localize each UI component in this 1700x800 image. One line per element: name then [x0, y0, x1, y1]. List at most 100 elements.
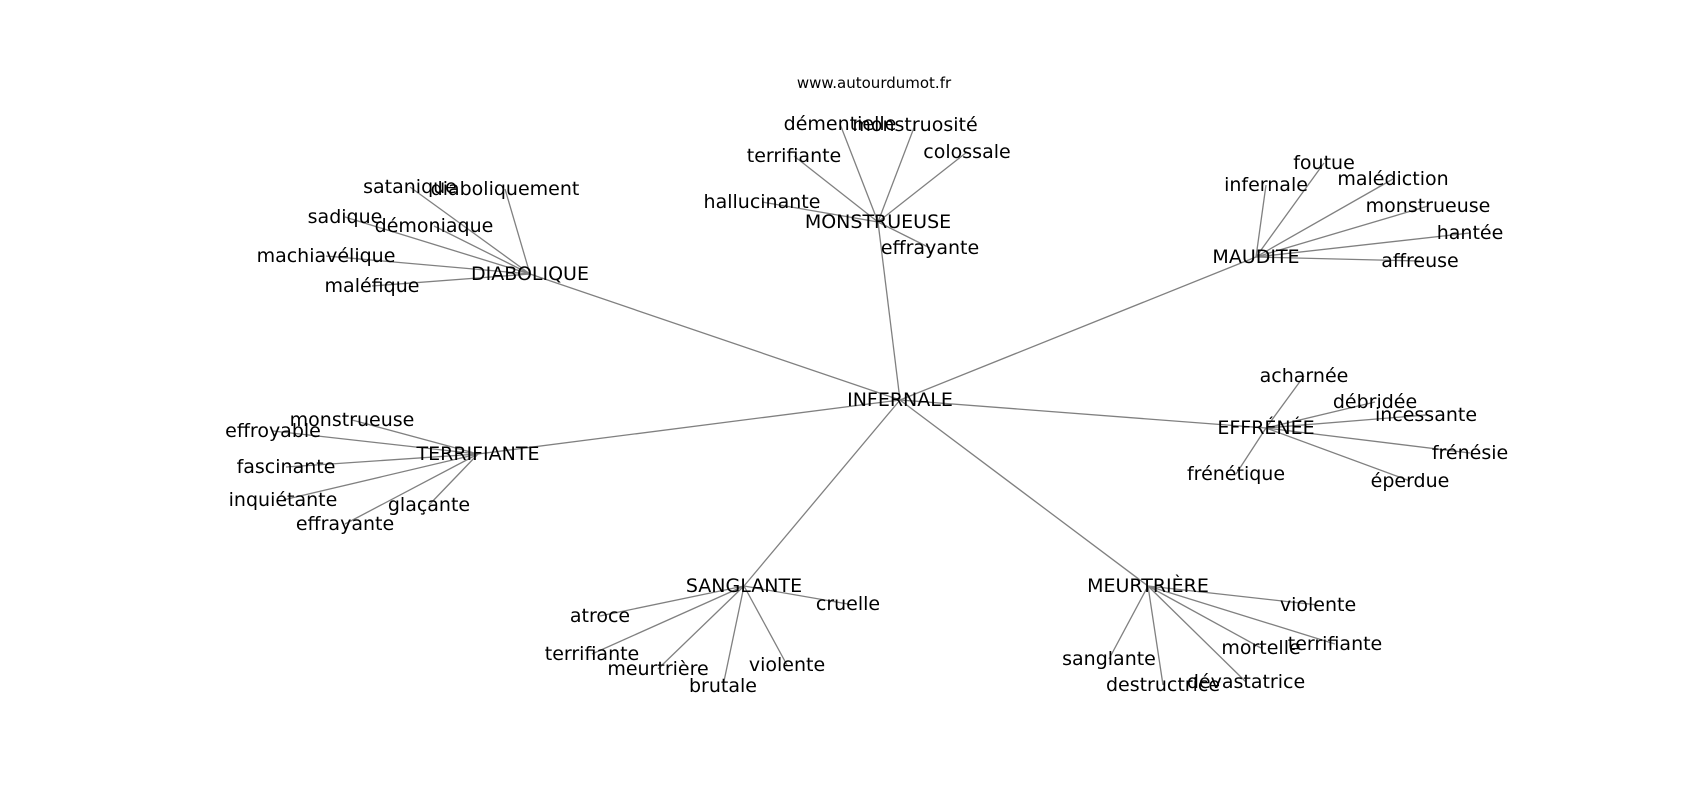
word-node-label: foutue [1293, 152, 1355, 174]
word-node-label: démentielle [784, 113, 897, 135]
edge-center-to-hub [743, 399, 901, 587]
edge-hub-to-word [877, 151, 968, 223]
word-node-label: hantée [1437, 222, 1504, 244]
edge-hub-to-word [1255, 184, 1267, 258]
word-node-label: fascinante [237, 456, 336, 478]
word-node-label: brutale [689, 675, 757, 697]
word-node-label: colossale [923, 141, 1010, 163]
word-node-label: sadique [308, 206, 383, 228]
word-node-label: infernale [1224, 174, 1308, 196]
word-node-label: démoniaque [375, 215, 494, 237]
word-node-label: terrifiante [1288, 633, 1383, 655]
source-watermark: www.autourdumot.fr [797, 74, 952, 92]
edge-hub-to-word [1265, 414, 1427, 429]
word-node-label: effroyable [225, 420, 321, 442]
word-node-label: terrifiante [545, 643, 640, 665]
edge-center-to-hub [477, 399, 901, 455]
edge-hub-to-word [325, 255, 531, 275]
hub-node-label: MAUDITE [1212, 246, 1299, 268]
edge-hub-to-word [371, 273, 531, 287]
edge-hub-to-word [1265, 375, 1305, 429]
edge-hub-to-word [1255, 178, 1394, 258]
edge-hub-to-word [344, 216, 531, 275]
edge-center-to-hub [529, 273, 901, 401]
edge-hub-to-word [591, 585, 745, 655]
word-node-label: diaboliquement [431, 178, 580, 200]
edge-hub-to-word [409, 186, 531, 275]
edge-hub-to-word [1265, 401, 1376, 429]
word-node-label: éperdue [1371, 470, 1450, 492]
word-node-label: débridée [1333, 391, 1417, 413]
edge-hub-to-word [1147, 585, 1319, 606]
word-node-label: affreuse [1381, 250, 1458, 272]
edge-hub-to-word [761, 201, 879, 223]
edge-hub-to-word [599, 585, 745, 617]
hub-node-label: MONSTRUEUSE [805, 211, 951, 233]
edge-hub-to-word [351, 419, 479, 455]
edge-hub-to-word [504, 188, 531, 275]
word-node-label: dévastatrice [1187, 671, 1305, 693]
word-node-label: monstrueuse [1366, 195, 1491, 217]
edge-hub-to-word [428, 453, 479, 506]
word-node-label: monstruosité [852, 114, 977, 136]
word-node-label: hallucinante [704, 191, 821, 213]
edge-hub-to-word [344, 453, 479, 525]
edge-hub-to-word [743, 585, 788, 666]
graph-edges [272, 123, 1471, 687]
edge-hub-to-word [1255, 162, 1325, 258]
edge-hub-to-word [1108, 585, 1149, 660]
word-node-label: monstrueuse [290, 409, 415, 431]
word-node-label: acharnée [1260, 365, 1349, 387]
edge-hub-to-word [282, 453, 479, 501]
word-node-label: inquiétante [229, 489, 338, 511]
edge-hub-to-word [1147, 585, 1164, 686]
edge-hub-to-word [1265, 427, 1471, 454]
edge-hub-to-word [272, 430, 479, 455]
edge-hub-to-word [1265, 427, 1411, 482]
edge-hub-to-word [1147, 585, 1262, 649]
hub-node-label: DIABOLIQUE [471, 263, 589, 285]
hub-node-label: SANGLANTE [686, 575, 802, 597]
hub-node-label: TERRIFIANTE [416, 443, 540, 465]
word-node-label: frénétique [1187, 463, 1285, 485]
word-node-label: maléfique [325, 275, 420, 297]
edge-hub-to-word [877, 221, 931, 249]
word-node-label: atroce [570, 605, 630, 627]
word-node-label: sanglante [1062, 648, 1156, 670]
edge-center-to-hub [877, 221, 901, 401]
word-node-label: malédiction [1337, 168, 1448, 190]
edge-hub-to-word [1147, 585, 1247, 683]
graph-labels: INFERNALE MONSTRUEUSE démentiellemonstruos… [225, 113, 1508, 697]
word-node-label: satanique [363, 176, 457, 198]
hub-node-label: MEURTRIÈRE [1087, 574, 1209, 597]
word-node-label: violente [1280, 594, 1356, 616]
center-node-label: INFERNALE [847, 389, 953, 411]
word-node-label: meurtrière [607, 658, 708, 680]
edge-hub-to-word [285, 453, 479, 468]
edge-hub-to-word [433, 225, 531, 275]
edge-hub-to-word [657, 585, 745, 670]
word-node-label: frénésie [1432, 442, 1508, 464]
edge-hub-to-word [1255, 205, 1429, 258]
edge-hub-to-word [743, 585, 849, 605]
hub-node-label: EFFRÉNÉE [1217, 416, 1314, 439]
word-node-label: effrayante [881, 237, 979, 259]
edge-hub-to-word [1235, 427, 1267, 475]
word-node-label: machiavélique [257, 245, 396, 267]
edge-center-to-hub [899, 256, 1257, 401]
word-node-label: violente [749, 654, 825, 676]
edge-hub-to-word [793, 155, 879, 223]
edge-hub-to-word [1147, 585, 1336, 645]
edge-hub-to-word [1255, 256, 1421, 262]
word-node-label: destructrice [1106, 674, 1220, 696]
edge-hub-to-word [839, 123, 879, 223]
edge-center-to-hub [899, 399, 1149, 587]
word-node-label: incessante [1375, 404, 1477, 426]
edge-hub-to-word [1255, 232, 1471, 258]
word-node-label: effrayante [296, 513, 394, 535]
word-node-label: terrifiante [747, 145, 842, 167]
edge-center-to-hub [899, 399, 1267, 429]
edge-hub-to-word [877, 124, 916, 223]
word-node-label: glaçante [388, 494, 470, 516]
